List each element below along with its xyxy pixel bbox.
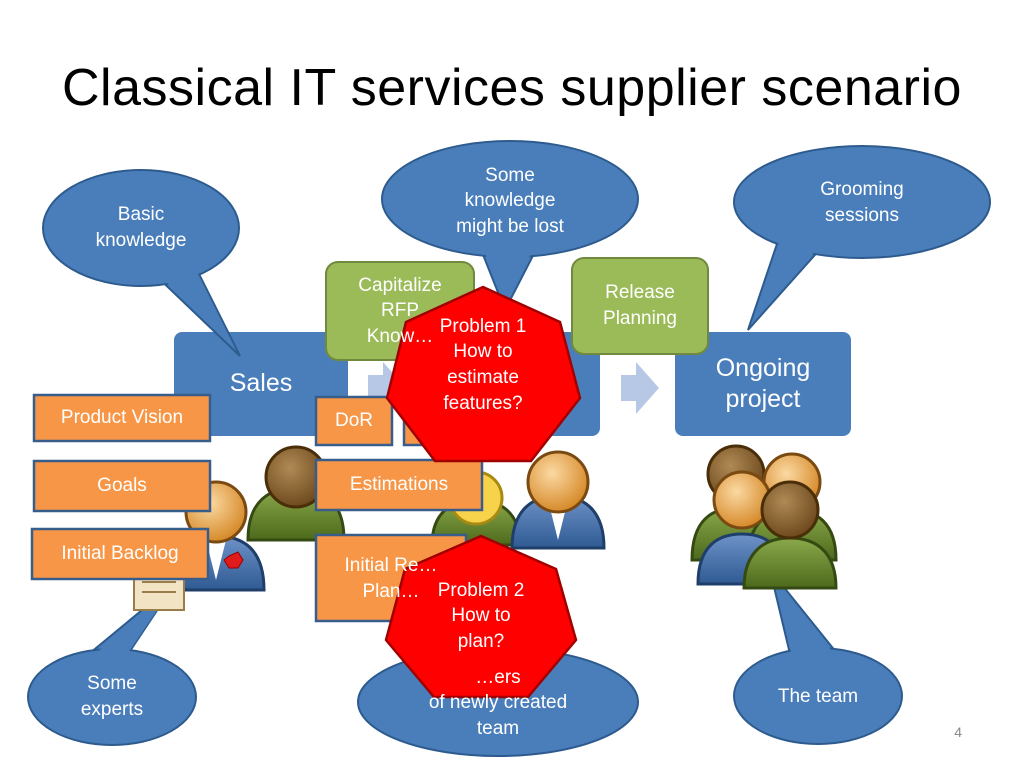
green-release-text: Release Planning [603, 282, 677, 329]
callout-the-team [733, 569, 903, 745]
callout-some-experts-text: Some experts [80, 673, 144, 720]
green-capitalize-text: Capitalize RFP Know… [358, 274, 442, 347]
goals-text: Goals [97, 475, 147, 497]
team-icon [690, 444, 838, 590]
estimations-text: Estimations [349, 474, 449, 496]
product-vision-text: Product Vision [60, 407, 184, 429]
person-icon [510, 450, 606, 550]
problem-1-text: Problem 1 How to estimate features? [439, 315, 527, 414]
callout-the-team-text: The team [777, 686, 859, 708]
page-number: 4 [954, 724, 962, 740]
orange-box-estimations [314, 458, 484, 512]
orange-box-initial-backlog [30, 527, 210, 581]
arrow-right-icon [621, 362, 659, 414]
slide-title: Classical IT services supplier scenario [62, 59, 962, 117]
process-box-ongoing [675, 332, 851, 436]
callout-some-knowledge [381, 140, 639, 313]
callout-grooming [733, 145, 991, 331]
process-box-sales [174, 332, 348, 436]
process-ongoing-label: Ongoing project [715, 353, 811, 413]
green-box-release [571, 257, 709, 355]
callout-basic-knowledge-text: Basic knowledge [95, 204, 187, 251]
dor-text: DoR [334, 410, 373, 432]
initial-release-text: Initial Re… Plan… [344, 555, 438, 602]
callout-members-text: …ers of newly created team [428, 666, 568, 739]
problem-2-shape [384, 534, 578, 699]
initial-backlog-text: Initial Backlog [61, 543, 179, 565]
callout-grooming-text: Grooming sessions [820, 179, 904, 226]
callout-basic-knowledge [42, 169, 241, 357]
orange-box-goals [32, 459, 212, 513]
callout-some-knowledge-text: Some knowledge might be lost [456, 164, 564, 237]
problem-2-text: Problem 2 How to plan? [437, 579, 525, 652]
orange-box-dor [314, 395, 394, 447]
orange-box-product-vision [32, 393, 212, 443]
process-sales-label: Sales [229, 369, 293, 398]
problem-1-shape [385, 285, 582, 463]
